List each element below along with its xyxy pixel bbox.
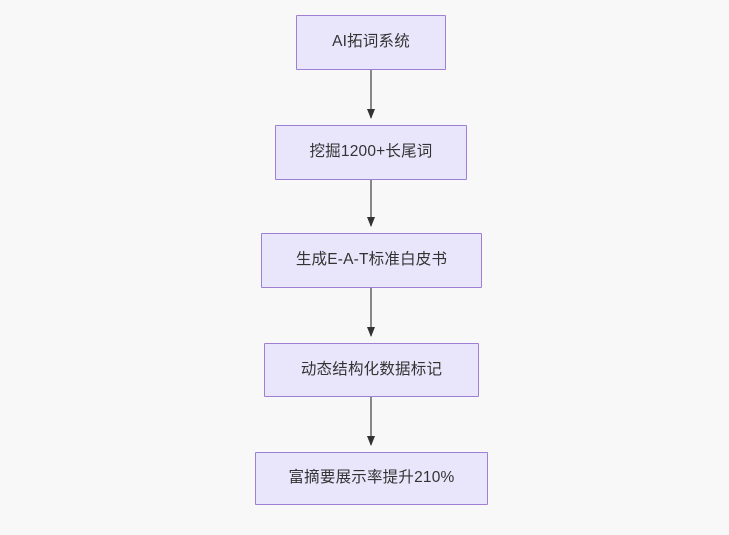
flowchart-node-label: 动态结构化数据标记 (300, 360, 443, 378)
flowchart-node-rich-snippet-rate-increase[interactable]: 富摘要展示率提升210% (255, 452, 488, 505)
flowchart-node-mine-longtail-keywords[interactable]: 挖掘1200+长尾词 (275, 125, 467, 180)
flowchart-node-dynamic-structured-data-markup[interactable]: 动态结构化数据标记 (264, 343, 479, 397)
flowchart-node-label: AI拓词系统 (332, 33, 410, 51)
flowchart-node-label: 生成E-A-T标准白皮书 (295, 251, 448, 269)
flowchart-node-label: 富摘要展示率提升210% (288, 469, 455, 487)
flowchart-node-label: 挖掘1200+长尾词 (309, 143, 433, 161)
flowchart-node-ai-keyword-system[interactable]: AI拓词系统 (296, 15, 446, 70)
flowchart-node-generate-eat-whitepaper[interactable]: 生成E-A-T标准白皮书 (261, 233, 482, 288)
